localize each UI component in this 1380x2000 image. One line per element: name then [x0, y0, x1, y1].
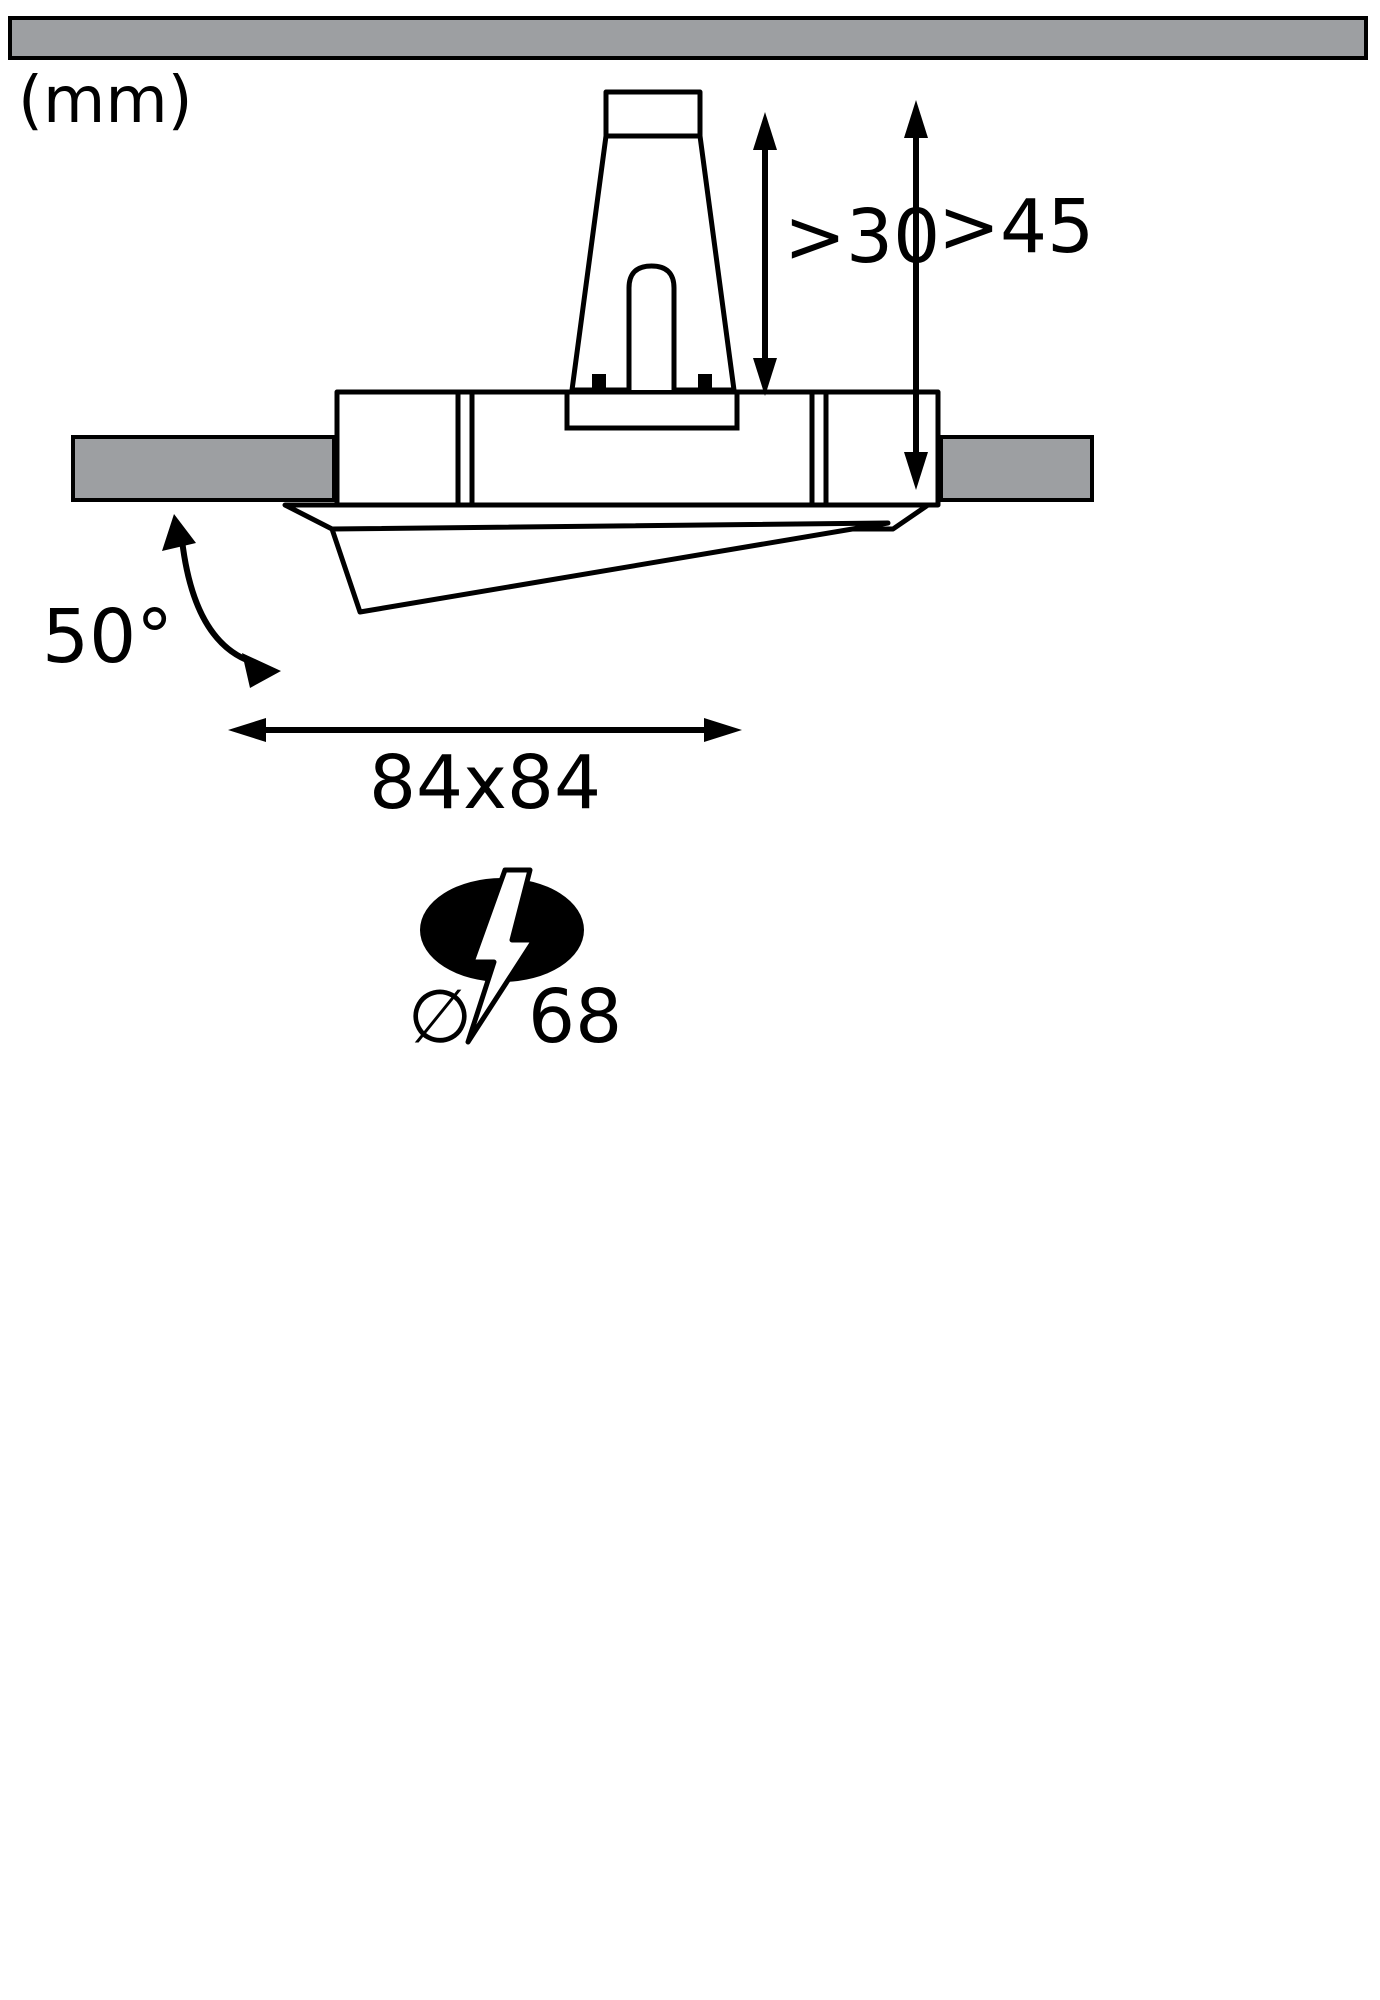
tilt-angle-label: 50° [42, 594, 173, 680]
flange-right [939, 435, 1094, 502]
tilt-angle-arrow [162, 514, 281, 688]
dim-arrow-recess-depth [753, 112, 777, 396]
ceiling-bar [8, 16, 1368, 60]
footprint-label: 84x84 [369, 740, 601, 826]
housing-body [334, 389, 941, 508]
clip-foot-left [592, 374, 606, 393]
clip-inner-slot [626, 263, 677, 390]
clip-pedestal [564, 392, 740, 431]
cutout-diameter-value: 68 [528, 974, 622, 1060]
clip-foot-right [698, 374, 712, 393]
flange-left [71, 435, 336, 502]
dim-total-depth-label: >45 [938, 184, 1094, 270]
cutout-diameter-symbol: ∅ [408, 974, 472, 1060]
tilted-lamp-face [329, 520, 891, 615]
lightning-bolt-icon [465, 867, 537, 1045]
dim-arrow-total-depth [904, 100, 928, 490]
unit-label: (mm) [18, 64, 193, 138]
dim-arrow-footprint [228, 718, 742, 742]
